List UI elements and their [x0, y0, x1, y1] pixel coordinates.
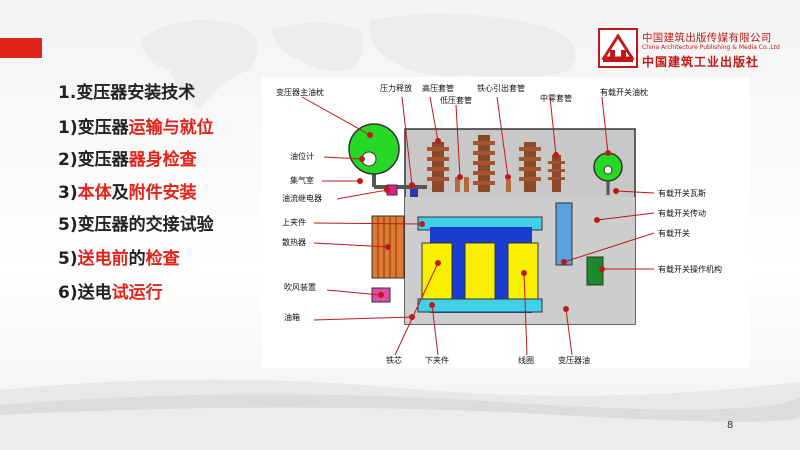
- outline-text: 5): [58, 249, 78, 269]
- outline-text: 试运行: [111, 283, 163, 303]
- outline-item: 6)送电试运行: [58, 278, 163, 303]
- label-main-conservator: 变压器主油枕: [276, 87, 324, 97]
- outline-text: 2)变压器: [58, 150, 129, 170]
- outline-text: 1.变压器安装技术: [58, 83, 196, 103]
- hv-bushing-right: [519, 142, 541, 192]
- label-blower: 吹风装置: [284, 282, 316, 292]
- publisher-logo-icon: [598, 28, 638, 68]
- hv-bushing-mid: [473, 135, 495, 192]
- label-hv-bushing: 高压套管: [422, 83, 454, 93]
- label-oltc-mechanism: 有载开关操作机构: [658, 264, 722, 274]
- label-core-lead-bushing: 铁心引出套管: [477, 83, 525, 93]
- label-breather: 集气室: [290, 175, 314, 185]
- outline-text: 及: [111, 183, 129, 203]
- lower-clamp-shape: [417, 298, 543, 313]
- lv-bushings: [455, 177, 511, 192]
- outline-text: 3): [58, 183, 78, 203]
- label-lower-clamp: 下夹件: [425, 355, 449, 365]
- winding-2: [464, 242, 496, 300]
- winding-1: [421, 242, 453, 300]
- label-pressure-relief: 压力释放: [380, 83, 412, 93]
- label-oltc-conservator: 有载开关油枕: [600, 87, 648, 97]
- label-winding: 线圈: [518, 355, 534, 365]
- publisher-name-cn: 中国建筑出版传媒有限公司: [642, 32, 772, 44]
- label-oltc-drive: 有载开关传动: [658, 208, 706, 218]
- label-upper-clamp: 上夹件: [282, 217, 306, 227]
- outline-text: 本体: [77, 183, 112, 203]
- label-oil-gauge: 油位计: [290, 151, 314, 161]
- label-oltc: 有载开关: [658, 228, 690, 238]
- outline-text: 的: [128, 249, 146, 269]
- label-core: 铁芯: [386, 355, 402, 365]
- label-gas-relay: 油流继电器: [282, 193, 322, 203]
- bottom-wave-decoration: [0, 379, 800, 450]
- label-radiator: 散热器: [282, 237, 306, 247]
- label-oltc-rupture: 有载开关瓦斯: [658, 188, 706, 198]
- outline-text: 6)送电: [58, 283, 112, 303]
- outline-text: 附件安装: [128, 183, 197, 203]
- publisher-name-en: China Architecture Publishing & Media Co…: [642, 44, 780, 51]
- transformer-diagram: 变压器主油枕 压力释放 高压套管 低压套管 铁心引出套管 中零套管 有载开关油枕…: [276, 83, 722, 365]
- outline-text: 器身检查: [128, 150, 197, 170]
- label-oil-tank: 油箱: [284, 312, 300, 322]
- label-transformer-oil: 变压器油: [558, 355, 590, 365]
- outline-item: 3)本体及附件安装: [58, 178, 197, 203]
- outline-item: 5)送电前的检查: [58, 244, 180, 269]
- outline-text: 检查: [145, 249, 180, 269]
- outline-item: 5)变压器的交接试验: [58, 210, 214, 235]
- outline-text: 5)变压器的交接试验: [58, 215, 214, 235]
- outline-text: 运输与就位: [128, 118, 214, 138]
- outline-text: 送电前: [77, 249, 129, 269]
- label-lv-bushing: 低压套管: [440, 95, 472, 105]
- main-conservator-shape: [348, 123, 400, 175]
- red-accent-bar: [0, 38, 42, 58]
- outline-item: 2)变压器器身检查: [58, 145, 197, 170]
- label-neutral-bushing: 中零套管: [540, 93, 572, 103]
- neutral-bushing: [548, 155, 565, 192]
- page-number: 8: [727, 420, 734, 431]
- hv-bushing-left: [427, 142, 449, 192]
- oltc-shape: [555, 202, 573, 266]
- publisher-name-calligraphy: 中国建筑工业出版社: [642, 55, 760, 69]
- pressure-relief-valve: [410, 189, 418, 197]
- section-title: 1.变压器安装技术: [58, 78, 195, 103]
- transformer-diagram-panel: 变压器主油枕 压力释放 高压套管 低压套管 铁心引出套管 中零套管 有载开关油枕…: [262, 77, 750, 368]
- outline-text: 1)变压器: [58, 118, 129, 138]
- outline-item: 1)变压器运输与就位: [58, 113, 214, 138]
